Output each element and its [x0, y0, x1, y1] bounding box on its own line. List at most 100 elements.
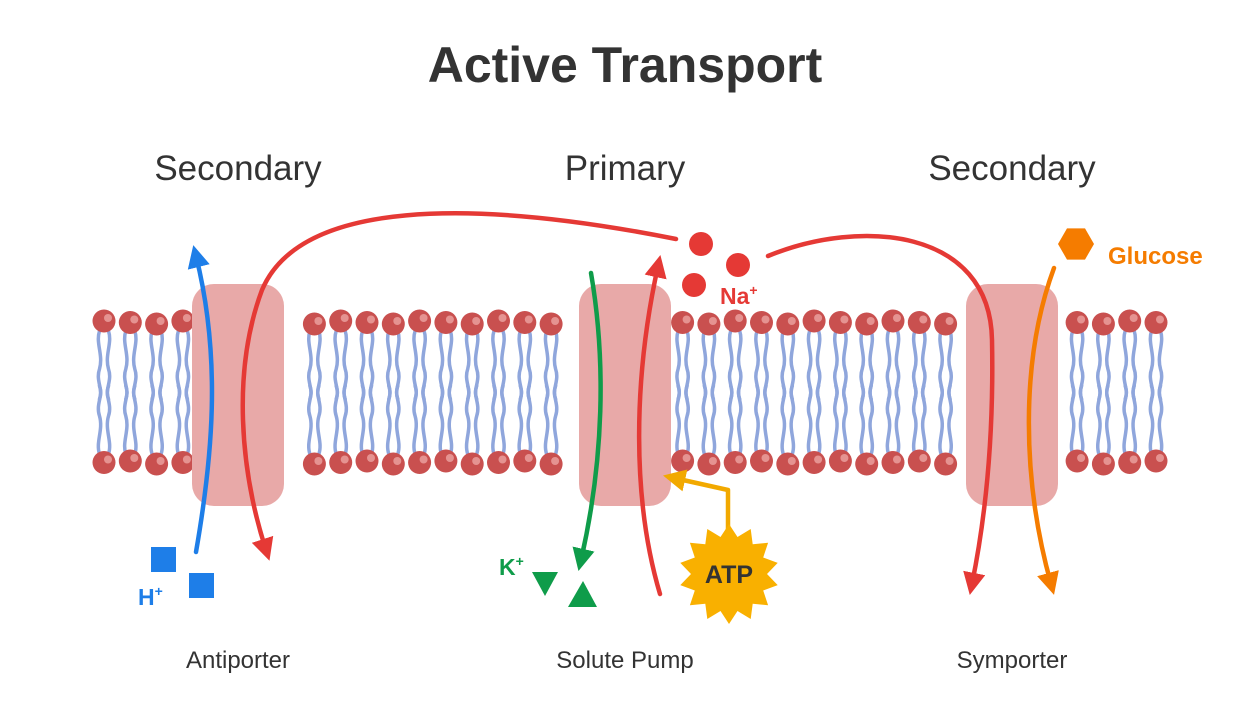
- lipid-tail: [1105, 384, 1111, 456]
- lipid-bilayer: [92, 309, 1168, 476]
- lipid-head-highlight: [130, 315, 139, 324]
- lipid-tail: [736, 384, 743, 456]
- lipid-tail: [763, 384, 769, 456]
- lipid-head-highlight: [708, 317, 717, 325]
- lipid-head-highlight: [814, 455, 823, 464]
- lipid-head: [855, 452, 879, 476]
- lipid-head-highlight: [182, 314, 191, 322]
- lipid-head-highlight: [551, 317, 560, 325]
- lipid-head: [434, 449, 458, 473]
- sodium-flow-arrow-left: [240, 211, 679, 561]
- lipid-tail: [885, 384, 892, 456]
- lipid-head: [487, 309, 510, 333]
- lipid-head: [1091, 312, 1115, 336]
- lipid-tail: [149, 384, 155, 456]
- lipid-tail: [842, 384, 848, 456]
- lipid-head: [1144, 449, 1168, 473]
- lipid-head-highlight: [1103, 317, 1112, 325]
- lipid-head-highlight: [945, 317, 954, 325]
- lipid-head-highlight: [367, 454, 375, 462]
- potassium-ion-triangle: [568, 581, 597, 607]
- lipid-head: [697, 452, 721, 476]
- lipid-heads: [92, 309, 1168, 476]
- lipid-head: [355, 449, 379, 473]
- lipid-tail: [96, 384, 103, 456]
- lipid-head: [408, 451, 432, 474]
- lipid-head: [460, 452, 484, 476]
- lipid-head: [723, 451, 747, 474]
- lipid-tail: [754, 384, 760, 456]
- lipid-head-highlight: [393, 457, 402, 465]
- atp-label: ATP: [705, 561, 753, 589]
- glucose-flow-arrow: [1026, 265, 1059, 595]
- lipid-head-highlight: [314, 457, 323, 465]
- lipid-head-highlight: [104, 455, 112, 464]
- section-label-center: Primary: [565, 149, 686, 188]
- lipid-head: [1144, 311, 1168, 334]
- lipid-tail: [175, 384, 182, 456]
- lipid-head-highlight: [340, 455, 349, 464]
- potassium-pump-arrow: [572, 270, 603, 571]
- lipid-head: [1118, 451, 1142, 474]
- lipid-head: [408, 309, 432, 333]
- lipid-head-highlight: [1077, 454, 1086, 462]
- lipid-head: [487, 451, 510, 474]
- lipid-head-highlight: [919, 454, 928, 462]
- lipid-tail: [815, 384, 822, 456]
- lipid-head: [750, 311, 773, 334]
- hydrogen-ion-square: [151, 547, 176, 572]
- lipid-head: [828, 311, 852, 334]
- lipid-head-highlight: [945, 457, 954, 465]
- lipid-head: [934, 452, 958, 476]
- lipid-tails: [96, 329, 1164, 456]
- lipid-head-highlight: [1077, 315, 1086, 324]
- lipid-head: [434, 311, 458, 334]
- lipid-head: [329, 451, 353, 474]
- lipid-tail: [438, 384, 445, 456]
- lipid-head: [907, 449, 931, 473]
- solute-pump-protein: [579, 284, 671, 506]
- lipid-head-highlight: [682, 315, 691, 324]
- lipid-head-highlight: [393, 317, 402, 325]
- lipid-head: [302, 312, 326, 336]
- lipid-head: [302, 452, 326, 476]
- lipid-head: [776, 312, 800, 336]
- lipid-head: [934, 312, 958, 336]
- lipid-tail: [920, 384, 927, 456]
- lipid-head-highlight: [761, 315, 770, 324]
- page-title: Active Transport: [428, 37, 823, 93]
- lipid-tail: [727, 384, 734, 456]
- lipid-head: [671, 311, 695, 334]
- lipid-head: [776, 452, 800, 476]
- lipid-tail: [184, 384, 191, 456]
- lipid-head-highlight: [1156, 315, 1164, 324]
- lipid-head: [802, 309, 826, 333]
- lipid-tail: [122, 384, 129, 456]
- sodium-pump-arrow: [636, 255, 667, 597]
- lipid-tail: [780, 384, 787, 456]
- lipid-head-highlight: [893, 314, 901, 322]
- lipid-tail: [833, 384, 839, 456]
- lipid-tail: [911, 384, 918, 456]
- lipid-tail: [938, 384, 944, 456]
- lipid-tail: [1096, 384, 1102, 456]
- lipid-head-highlight: [893, 455, 901, 464]
- lipid-head: [697, 312, 721, 336]
- lipid-head: [750, 449, 773, 473]
- lipid-tail: [491, 384, 497, 456]
- lipid-head: [539, 312, 563, 336]
- sodium-ion-label: Na+: [720, 282, 758, 309]
- lipid-head-highlight: [182, 455, 191, 464]
- lipid-head-highlight: [367, 315, 375, 324]
- lipid-tail: [385, 384, 392, 456]
- lipid-head: [145, 312, 169, 336]
- symporter-label: Symporter: [957, 647, 1068, 674]
- lipid-head-highlight: [524, 454, 533, 462]
- lipid-head: [460, 312, 484, 336]
- lipid-tail: [464, 384, 471, 456]
- lipid-head-highlight: [498, 455, 507, 464]
- lipid-head: [907, 311, 931, 334]
- lipid-head: [881, 309, 905, 333]
- lipid-tail: [684, 384, 690, 456]
